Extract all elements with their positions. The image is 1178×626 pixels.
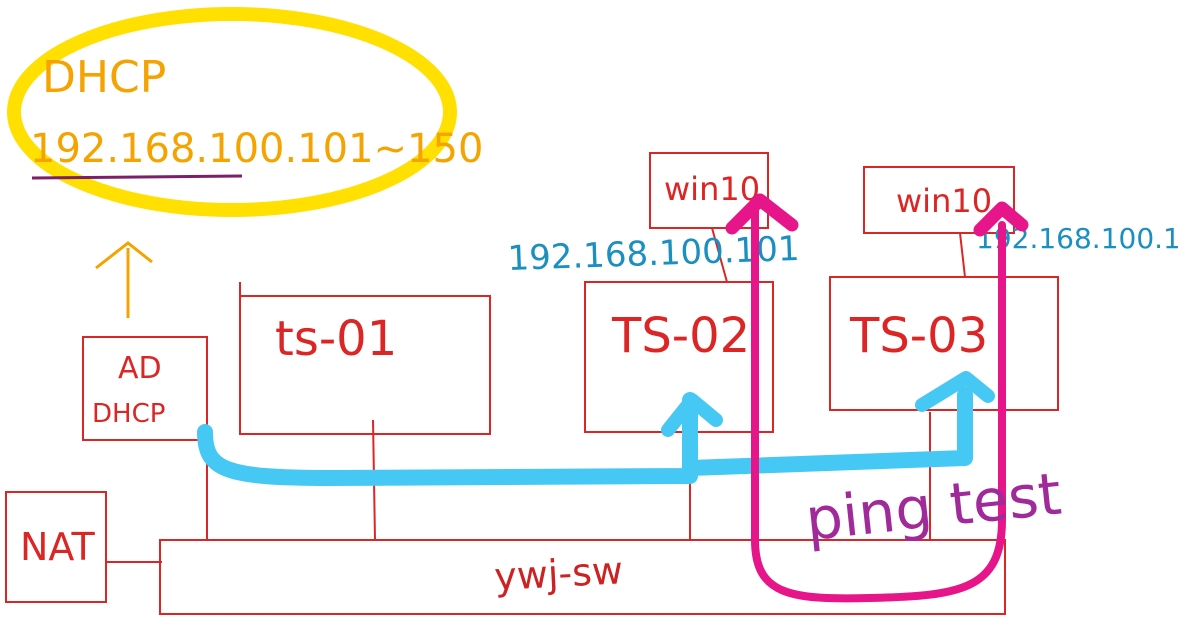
- dhcp-highlight: [7, 7, 457, 217]
- ad-dhcp-server: [82, 336, 208, 441]
- ts02-server: [584, 281, 774, 433]
- client-left-label: win10: [664, 170, 760, 208]
- dhcp-note-range: 192.168.100.101~150: [30, 126, 483, 172]
- ad-label: AD: [118, 351, 162, 386]
- arrow-up-icon: [661, 371, 995, 437]
- ping-test-label: ping test: [802, 460, 1064, 554]
- ts03-server: [829, 276, 1059, 411]
- client-right-label: win10: [896, 182, 992, 220]
- arrow-up-icon: [725, 193, 1029, 237]
- ping-route: [751, 201, 1006, 603]
- arrow-up-icon: [95, 241, 153, 318]
- nat-router: [5, 491, 107, 603]
- dhcp-label: DHCP: [92, 399, 165, 429]
- ts03-label: TS-03: [849, 308, 988, 364]
- blue-route: [197, 387, 973, 486]
- nat-label: NAT: [20, 525, 95, 569]
- switch: [159, 539, 1006, 615]
- ts01-label: ts-01: [275, 311, 397, 367]
- ts01-server: [239, 295, 491, 435]
- client-left: [649, 152, 769, 229]
- client-right-ip: 192.168.100.102: [976, 222, 1178, 255]
- client-right: [863, 166, 1015, 234]
- dhcp-note-title: DHCP: [42, 52, 166, 103]
- switch-label: ywj-sw: [493, 548, 624, 599]
- dhcp-range-underline: [31, 174, 243, 180]
- ts02-label: TS-02: [611, 308, 750, 364]
